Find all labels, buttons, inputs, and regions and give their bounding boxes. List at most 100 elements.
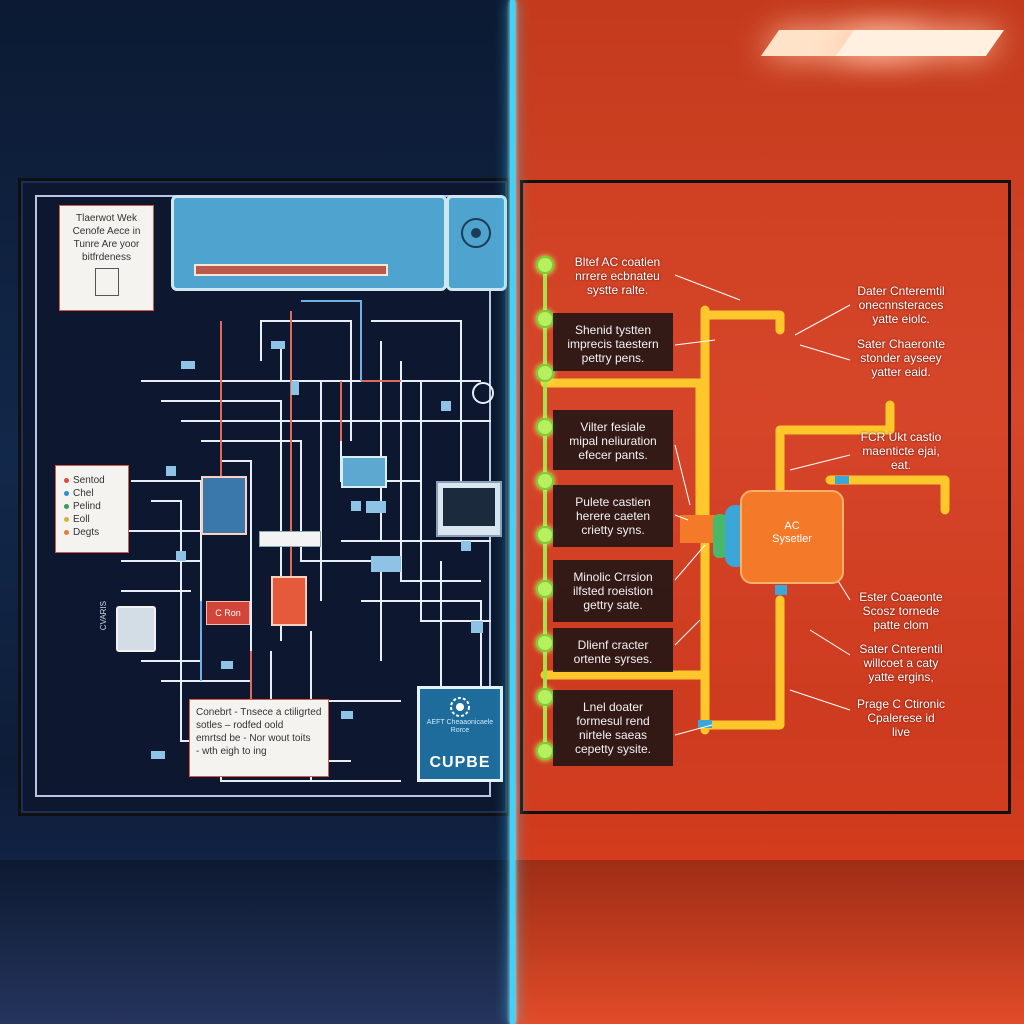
legend-dot — [64, 530, 69, 535]
note-line: - wth eigh to ing — [196, 746, 267, 757]
legend: Sentod Chel Pelind Eoll Degts — [55, 465, 129, 553]
callout-line: Sater Cnterentil — [859, 642, 943, 656]
callout-line: ortente syrses. — [573, 652, 653, 666]
ac-grille — [194, 264, 388, 276]
legend-dot — [64, 491, 69, 496]
callout-line: maenticte ejai, — [862, 444, 940, 458]
callout-line: herere caeten — [575, 509, 651, 523]
callout-line: yatte ergins, — [868, 670, 934, 684]
legend-item: Sentod — [64, 474, 120, 487]
legend-item: Pelind — [64, 500, 120, 513]
callout-line: yatte eiolc. — [872, 312, 930, 326]
device-icon — [94, 268, 119, 296]
callout-line: FCR Ukt castio — [860, 430, 942, 444]
pipe-coupling — [713, 514, 727, 558]
callout-line: Bltef AC coatien — [574, 255, 661, 269]
timeline-line — [543, 262, 547, 750]
callout-line: Vilter fesiale — [580, 420, 646, 434]
callout-left-2: Shenid tystten imprecis taestern pettry … — [553, 313, 673, 371]
component-label: C Ron — [206, 601, 250, 625]
callout-right-2: Sater Chaeronte stonder ayseey yatter ea… — [845, 337, 957, 379]
info-line: Tunre Are yoor — [73, 239, 140, 250]
legend-item: Chel — [64, 487, 120, 500]
timeline-node — [536, 364, 554, 382]
legend-dot — [64, 517, 69, 522]
timeline-node — [536, 256, 554, 274]
callout-left-6: Dlienf cracter ortente syrses. — [553, 628, 673, 672]
ac-label-line: AC — [784, 520, 800, 532]
callout-left-3: Vilter fesiale mipal neliuration efecer … — [553, 410, 673, 470]
callout-right-4: Ester Coaeonte Scosz tornede patte clom — [845, 590, 957, 632]
ac-label-line: Sysetler — [772, 533, 812, 545]
info-line: Cenofe Aece in — [72, 226, 141, 237]
timeline-node — [536, 580, 554, 598]
logo-box: AEFT Cheaaonicaele Rorce CUPBE — [417, 686, 503, 782]
callout-line: pettry pens. — [581, 351, 645, 365]
control-board — [201, 476, 247, 535]
callout-line: Sater Chaeronte — [856, 337, 946, 351]
manifold-block — [259, 531, 321, 547]
callout-line: Shenid tystten — [574, 323, 652, 337]
note-line: emrtsd be - Nor wout toits — [196, 733, 311, 744]
legend-label: Degts — [73, 527, 100, 538]
callout-right-1: Dater Cnteremtil onecnnsteraces yatte ei… — [845, 284, 957, 326]
legend-label: Chel — [73, 488, 94, 499]
ac-unit-label: AC Sysetler — [742, 520, 842, 546]
callout-line: crietty syns. — [581, 523, 645, 537]
callout-line: live — [891, 725, 910, 739]
callout-line: willcoet a caty — [863, 656, 939, 670]
controller-module — [341, 456, 387, 488]
note-box: Conebrt - Tnsece a ctiligrted sotles – r… — [189, 699, 329, 777]
legend-dot — [64, 478, 69, 483]
gear-icon — [450, 697, 470, 717]
timeline-node — [536, 526, 554, 544]
callout-line: Scosz tornede — [862, 604, 940, 618]
timeline-node — [536, 742, 554, 760]
callout-line: Ester Coaeonte — [859, 590, 943, 604]
callout-line: eat. — [890, 458, 911, 472]
callout-line: efecer pants. — [578, 448, 648, 462]
callout-line: Pulete castien — [575, 495, 651, 509]
ac-fan-unit — [446, 195, 507, 291]
legend-label: Eoll — [73, 514, 90, 525]
compressor-block — [271, 576, 307, 626]
callout-line: yatter eaid. — [871, 365, 931, 379]
timeline-node — [536, 688, 554, 706]
split-divider — [510, 0, 515, 1024]
timeline-node — [536, 472, 554, 490]
callout-line: Prage C Ctironic — [856, 697, 946, 711]
note-line: sotles – rodfed oold — [196, 720, 284, 731]
legend-dot — [64, 504, 69, 509]
timeline-node — [536, 418, 554, 436]
info-line: Tlaerwot Wek — [76, 213, 137, 224]
legend-label: Pelind — [73, 501, 101, 512]
callout-left-7: Lnel doater formesul rend nirtele saeas … — [553, 690, 673, 766]
timeline-node — [536, 634, 554, 652]
callout-left-5: Minolic Crrsion ilfsted roeistion gettry… — [553, 560, 673, 622]
timeline-node — [536, 310, 554, 328]
fan-icon — [461, 218, 491, 248]
ac-unit-drawing — [171, 195, 447, 291]
monitor-screen — [443, 488, 495, 526]
callout-right-3: FCR Ukt castio maenticte ejai, eat. — [845, 430, 957, 472]
callout-line: nirtele saeas — [578, 728, 648, 742]
callout-line: Minolic Crrsion — [573, 570, 653, 584]
callout-line: ilfsted roeistion — [572, 584, 654, 598]
callout-line: Cpalerese id — [867, 711, 935, 725]
callout-line: patte clom — [873, 618, 929, 632]
callout-line: onecnnsteraces — [858, 298, 944, 312]
legend-item: Eoll — [64, 513, 120, 526]
callout-line: stonder ayseey — [860, 351, 942, 365]
note-line: Conebrt - Tnsece a ctiligrted — [196, 707, 322, 718]
callout-line: Lnel doater — [582, 700, 644, 714]
callout-line: formesul rend — [576, 714, 650, 728]
callout-line: nrrere ecbnateu — [575, 269, 660, 283]
legend-label: Sentod — [73, 475, 105, 486]
logo-name: CUPBE — [429, 754, 491, 771]
callout-left-4: Pulete castien herere caeten crietty syn… — [553, 485, 673, 547]
tank-drawing — [116, 606, 156, 652]
callout-line: mipal neliuration — [569, 434, 657, 448]
info-note: Tlaerwot Wek Cenofe Aece in Tunre Are yo… — [59, 205, 154, 311]
legend-item: Degts — [64, 526, 120, 539]
callout-left-1: Bltef AC coatien nrrere ecbnateu systte … — [560, 255, 675, 297]
